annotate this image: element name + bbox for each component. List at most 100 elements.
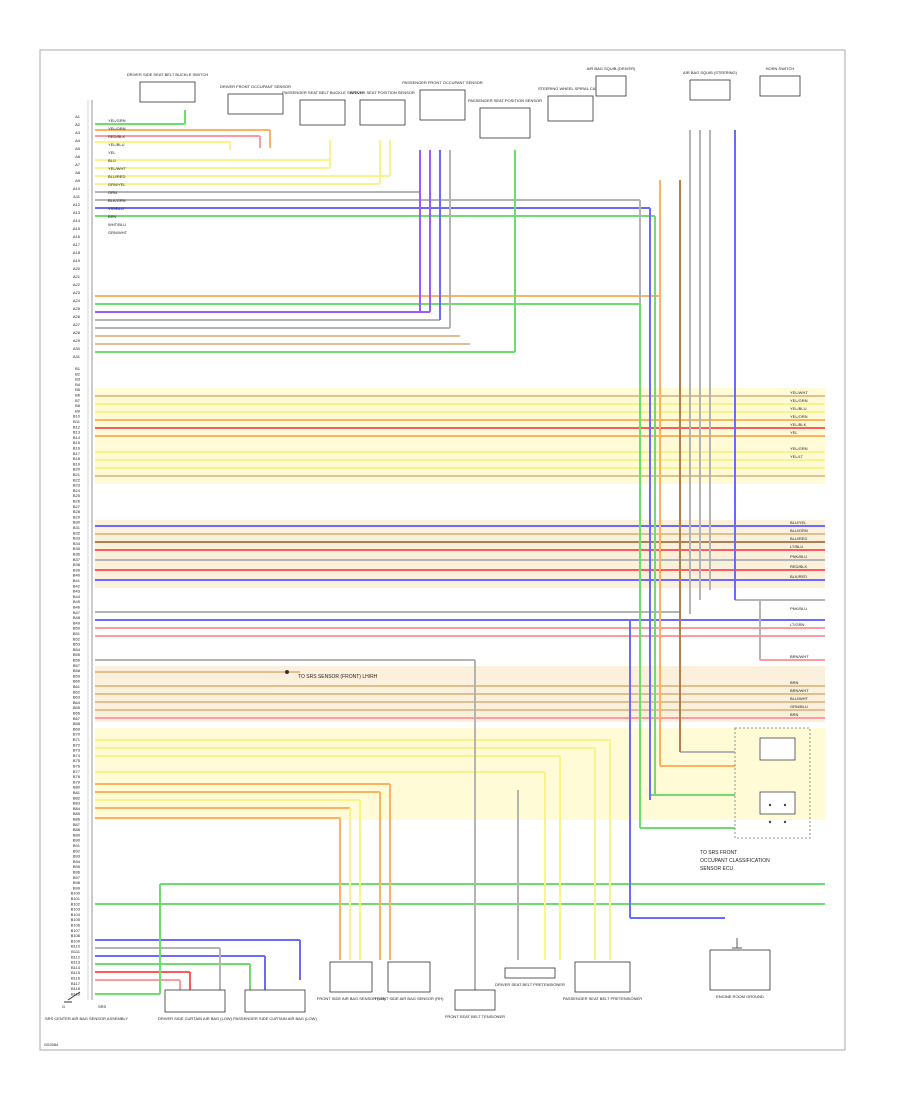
right-wire-label: BLU/ORN	[790, 528, 808, 533]
ground-label: G	[62, 1004, 65, 1009]
band-1	[95, 520, 825, 588]
right-wire-label: YEL/GRN	[790, 398, 808, 403]
pin-label: B90	[73, 838, 81, 843]
corner-code: G02584	[44, 1042, 59, 1047]
wire-label: WHT/BLU	[108, 222, 126, 227]
diagram-frame	[39, 49, 846, 1051]
bottom-left-label: SRS CENTER AIR BAG SENSOR ASSEMBLY	[45, 1016, 128, 1021]
pin-label: B31	[73, 525, 81, 530]
pin-label: B119	[71, 991, 81, 996]
top-component-box	[299, 99, 346, 126]
pin-label: B100	[71, 891, 81, 896]
pin-label: B84	[73, 806, 81, 811]
pin-label: B33	[73, 536, 81, 541]
pin-label: B59	[73, 673, 81, 678]
pin-label: B88	[73, 827, 81, 832]
pin-label: B29	[73, 514, 81, 519]
horizontal-wires	[95, 123, 825, 995]
pin-label: B23	[73, 483, 81, 488]
pin-label: B62	[73, 689, 81, 694]
vertical-wires	[159, 110, 761, 1000]
pin-label: A6	[75, 154, 81, 159]
component-boxes: DRIVER SIDE SEAT BELT BUCKLE SWITCHDRIVE…	[127, 66, 801, 1021]
pin-label: B77	[73, 769, 81, 774]
pin-label: B92	[73, 848, 81, 853]
pin-label: A12	[73, 202, 81, 207]
bottom-component-box	[244, 989, 306, 1013]
pin-label: B17	[73, 451, 81, 456]
pin-label: A29	[73, 338, 81, 343]
bottom-component-box	[164, 989, 226, 1013]
top-component-box	[595, 75, 627, 97]
pin-label: B97	[73, 875, 81, 880]
pin-label: B11	[73, 419, 81, 424]
pin-label: B19	[73, 461, 81, 466]
right-wire-label: PNK/BLU	[790, 606, 807, 611]
top-component-box	[419, 89, 466, 121]
top-component-label: PASSENGER SEAT POSITION SENSOR	[468, 98, 542, 103]
pin-label: B13	[73, 430, 81, 435]
right-wire-label: YEL/LT	[790, 454, 804, 459]
bottom-component-label: PASSENGER SEAT BELT PRETENSIONER	[563, 996, 642, 1001]
bottom-component-box	[454, 989, 496, 1011]
pin-label: A10	[73, 186, 81, 191]
wire-label: YEL/GRN	[108, 118, 126, 123]
pin-label: A2	[75, 122, 81, 127]
wire-label: YEL/ORN	[108, 126, 126, 131]
pin-label: B53	[73, 642, 81, 647]
pin-label: B94	[73, 859, 81, 864]
top-component-box	[759, 75, 801, 97]
pin-label: A30	[73, 346, 81, 351]
pin-label: B30	[73, 520, 81, 525]
top-component-box	[139, 81, 196, 103]
pin-label: B117	[71, 981, 81, 986]
band-3	[95, 728, 825, 820]
pin-label: B93	[73, 854, 81, 859]
pin-label: A23	[73, 290, 81, 295]
pin-label: B67	[73, 716, 81, 721]
pin-label: B12	[73, 424, 81, 429]
pin-label: B38	[73, 562, 81, 567]
pin-label: B36	[73, 552, 81, 557]
pin-label: A15	[73, 226, 81, 231]
top-component-label: PASSENGER SEAT BELT BUCKLE SWITCH	[282, 90, 363, 95]
right-wire-label: YEL/BLU	[790, 406, 807, 411]
pin-label: A13	[73, 210, 81, 215]
pin-label: A18	[73, 250, 81, 255]
splice-dot	[285, 670, 289, 674]
right-wire-label: YEL	[790, 430, 798, 435]
bottom-component-label: FRONT SEAT BELT TENSIONER	[445, 1014, 505, 1019]
right-wire-label: BLK/RED	[790, 574, 807, 579]
pin-label: B51	[73, 631, 81, 636]
pin-label: B15	[73, 440, 81, 445]
pin-label: B56	[73, 658, 81, 663]
pin-label: B104	[71, 912, 81, 917]
pin-label: B44	[73, 594, 81, 599]
top-component-label: DRIVER SEAT POSITION SENSOR	[350, 90, 415, 95]
pin-label: B58	[73, 668, 81, 673]
pin-label: B35	[73, 546, 81, 551]
pin-label: B61	[73, 684, 81, 689]
pin-label: B34	[73, 541, 81, 546]
pin-label: B86	[73, 817, 81, 822]
top-component-label: AIR BAG SQUIB (DRIVER)	[587, 66, 636, 71]
pin-label: A7	[75, 162, 81, 167]
pin-label: B65	[73, 705, 81, 710]
pin-label: B60	[73, 679, 81, 684]
pin-label: B26	[73, 499, 81, 504]
pin-label: B81	[73, 790, 81, 795]
engine-ground-icon	[732, 938, 742, 949]
pin-label: B27	[73, 504, 81, 509]
wire-label: BLU	[108, 158, 116, 163]
right-wire-label: BLU/WHT	[790, 696, 809, 701]
pin-label: B20	[73, 467, 81, 472]
bottom-component-label: FRONT SIDE AIR BAG SENSOR (RH)	[375, 996, 444, 1001]
top-component-label: PASSENGER FRONT OCCUPANT SENSOR	[402, 80, 483, 85]
wire-label: ORN	[108, 190, 117, 195]
pin-label: B4	[75, 382, 81, 387]
pin-label: B70	[73, 732, 81, 737]
pin-label: B78	[73, 774, 81, 779]
bottom-component-box	[329, 961, 373, 993]
pin-label: B79	[73, 779, 81, 784]
